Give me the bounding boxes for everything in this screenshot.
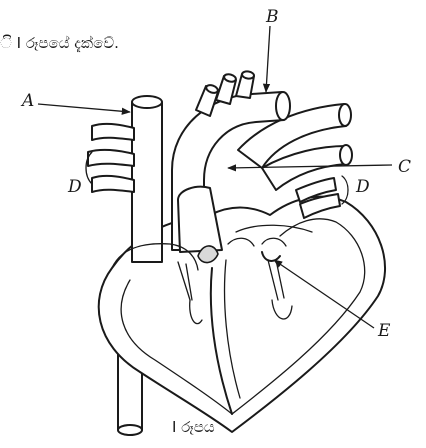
label-d-right: D [355, 177, 370, 197]
label-b: B [265, 7, 279, 27]
superior-vena-cava [132, 96, 162, 262]
label-e: E [377, 321, 391, 341]
pulmonary-veins-left [88, 124, 134, 192]
figure-caption: I රූපය [172, 418, 215, 436]
label-d-left: D [67, 177, 82, 197]
pulmonary-trunk [178, 187, 222, 252]
label-c: C [398, 157, 411, 177]
label-a: A [20, 91, 34, 111]
